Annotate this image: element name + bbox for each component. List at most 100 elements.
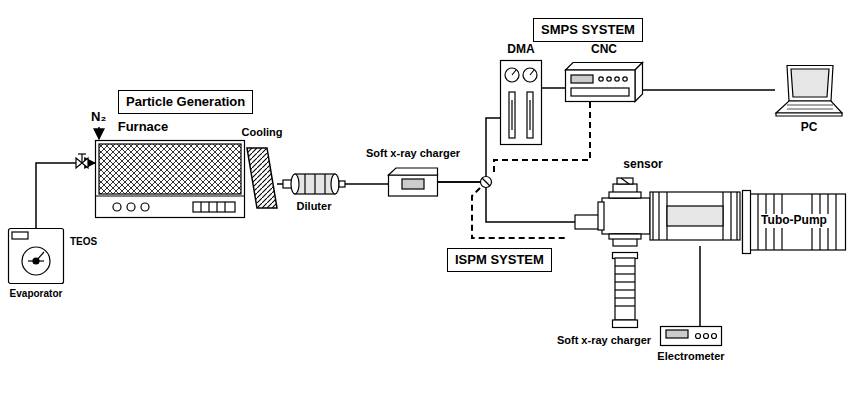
furnace-drawing-part-part: [96, 141, 245, 218]
cnc-counter-drawing-part-part: [607, 77, 611, 81]
electrometer-drawing-part-part: [666, 330, 688, 338]
cnc-counter-drawing: [565, 62, 643, 102]
tube-connector: [643, 89, 775, 91]
diluter-drawing-part-part: [304, 174, 305, 194]
laptop-pc-drawing-part-part: [787, 105, 833, 106]
furnace-drawing-part-part: [127, 203, 135, 211]
turbo-pump-drawing-part-part: [743, 191, 751, 254]
heading-text: SMPS SYSTEM: [541, 22, 635, 38]
sensor-chamber-drawing-part-part: [730, 192, 731, 240]
valve-symbol-part: [81, 154, 82, 163]
furnace-drawing-part-part: [208, 202, 209, 212]
equipment-label: sensor: [623, 158, 662, 172]
cnc-counter-drawing-part: [566, 63, 643, 102]
dma-column-drawing-part-part: [505, 68, 519, 82]
dma-column-drawing-part-part: [511, 100, 512, 130]
cnc-counter-drawing-part-part: [566, 63, 643, 71]
sensor-chamber-drawing-part-part: [609, 234, 641, 239]
three-way-valve-part: [482, 178, 490, 186]
dma-column-drawing-part-part: [529, 100, 530, 130]
sensor-chamber-drawing-part-part: [650, 192, 740, 240]
electrometer: Electrometer: [660, 326, 722, 346]
dma-column-drawing-part-part: [501, 61, 542, 145]
heading-text: ISPM SYSTEM: [455, 252, 544, 268]
diluter-drawing-part-part: [314, 174, 315, 194]
laptop-pc-drawing-part-part: [787, 66, 833, 102]
equipment-label: Diluter: [297, 200, 332, 213]
laptop-pc-drawing-part-part: [776, 101, 842, 113]
cnc-counter-drawing-part-part: [566, 70, 636, 102]
sensor-chamber-drawing-part-part: [652, 192, 653, 240]
evaporator-drawing-part-part: [22, 247, 50, 275]
sensor-chamber-drawing-part-part: [736, 192, 737, 240]
tube-connector: [277, 183, 283, 185]
tube-connector: [345, 183, 388, 185]
cooling-coil-drawing-part-part: [247, 148, 277, 208]
electrometer-drawing-part-part: [696, 334, 701, 339]
xray-charger-drawing-part-part: [615, 281, 635, 282]
diluter-drawing: [283, 172, 345, 196]
system-heading: ISPM SYSTEM: [447, 248, 552, 272]
xray-charger-drawing-part: [389, 168, 438, 196]
xray-charger-drawing-part-part: [615, 297, 635, 298]
sensor-chamber-drawing-part: [575, 178, 740, 246]
evaporator-drawing-part-part: [28, 260, 44, 261]
electrometer-drawing-part-part: [712, 334, 717, 339]
equipment-label: DMA: [507, 43, 534, 57]
xray-charger-drawing-part: [613, 253, 638, 328]
valve-symbol-part: [78, 153, 86, 154]
furnace-drawing-part-part: [216, 202, 217, 212]
diluter-drawing-part: [283, 174, 345, 194]
turbo-pump: Tubo-Pump: [742, 190, 846, 254]
cooling-coil-drawing-part: [247, 148, 277, 208]
furnace-drawing-part-part: [200, 202, 201, 212]
furnace-drawing: [95, 140, 245, 218]
xray-charger-drawing-part-part: [402, 179, 424, 189]
electrometer-drawing-part-part: [661, 327, 722, 346]
furnace-drawing-part-part: [224, 202, 225, 212]
sensor-chamber-drawing-part-part: [609, 192, 641, 198]
furnace-drawing-part-part: [193, 202, 235, 212]
nitrogen-inlet-part: [98, 127, 100, 139]
electrometer-drawing-part-part: [704, 334, 709, 339]
dma-column-drawing-part-part: [523, 68, 537, 82]
nitrogen-inlet: [99, 127, 100, 139]
laptop-pc-drawing-part-part: [776, 113, 842, 116]
dma-column-drawing-part-part: [512, 70, 516, 75]
sensor-chamber-drawing-part-part: [667, 206, 723, 226]
evaporator-drawing: [8, 228, 64, 284]
laptop-pc-drawing: [775, 65, 843, 117]
laptop-pc: PC: [775, 65, 843, 117]
xray-charger-drawing-part-part: [615, 305, 635, 306]
evaporator-drawing-part-part: [9, 229, 64, 284]
tube-connector: [438, 182, 575, 222]
section-heading: Particle Generation: [118, 90, 253, 114]
furnace: Furnace: [95, 140, 245, 218]
xray-charger-drawing: [388, 167, 438, 197]
diluter-drawing-part-part: [339, 181, 345, 187]
cnc-counter-drawing-part-part: [623, 77, 627, 81]
xray-charger-drawing-part-part: [389, 175, 438, 196]
laptop-pc-drawing-part-part: [791, 69, 829, 97]
tube-connector: [699, 246, 701, 326]
cnc-counter: CNC: [565, 62, 643, 102]
furnace-drawing-part-part: [95, 195, 245, 196]
turbo-pump-drawing-part-part: [743, 194, 846, 250]
diluter-drawing-part-part: [295, 174, 335, 194]
cnc-counter-drawing-part-part: [571, 88, 629, 96]
dma-column-drawing-part-part: [509, 92, 515, 138]
evaporator-drawing-part-part: [36, 252, 44, 261]
dma-column-drawing: [500, 60, 542, 145]
sensor-chamber-drawing-part-part: [617, 178, 633, 184]
cnc-counter-drawing-part-part: [615, 77, 619, 81]
cooling-coil-drawing: [247, 148, 277, 208]
equipment-label: Soft x-ray charger: [366, 147, 460, 160]
dma-column-drawing-part-part: [530, 70, 534, 75]
dma-column-drawing-part-part: [527, 92, 533, 138]
xray-charger-drawing-part-part: [613, 320, 638, 328]
equipment-label: PC: [801, 121, 818, 135]
evaporator-drawing-part-part: [12, 232, 28, 239]
equipment-label: CNC: [591, 43, 617, 57]
sensor-chamber-drawing-part-part: [598, 202, 604, 230]
